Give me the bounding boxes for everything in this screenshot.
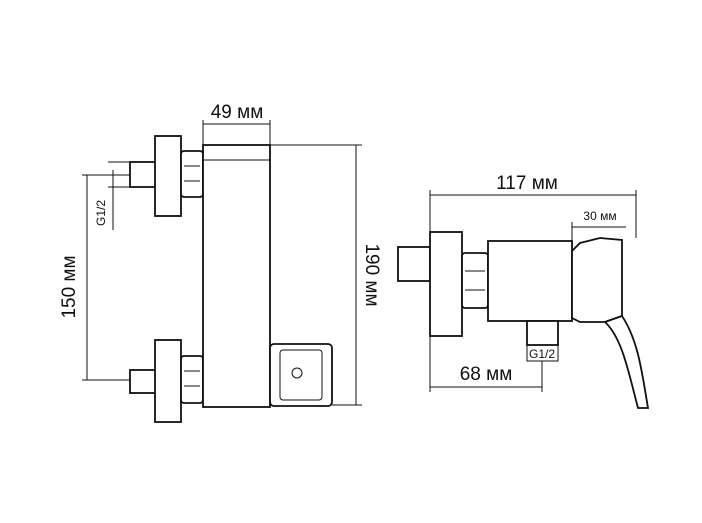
dim-thread-front: G1/2: [94, 161, 130, 230]
side-mixer-body: [487, 240, 573, 322]
lever-handle-front: [269, 343, 333, 407]
side-lever-handle: [603, 314, 650, 409]
upper-inlet-pipe: [129, 161, 158, 188]
dim-width-front: 49 мм: [202, 102, 271, 145]
dim-thread-side: G1/2: [526, 344, 559, 362]
side-inlet-pipe: [397, 246, 431, 282]
dim-inlet-spacing-label: 150 мм: [59, 255, 80, 318]
side-escutcheon: [429, 231, 463, 337]
lower-nut: [180, 355, 204, 404]
dim-width-front-label: 49 мм: [211, 102, 264, 123]
dim-thread-front-label: G1/2: [94, 200, 108, 226]
dim-length-total: 117 мм: [429, 173, 637, 238]
dim-height-total: 190 мм: [270, 144, 382, 406]
dim-handle-length: 30 мм: [571, 209, 626, 241]
side-nut: [461, 252, 489, 309]
dim-thread-side-label: G1/2: [529, 347, 555, 361]
lower-inlet-pipe: [129, 369, 158, 394]
dim-height-total-label: 190 мм: [361, 243, 382, 306]
side-outlet-pipe: [526, 320, 559, 346]
side-lever-housing: [571, 237, 623, 323]
front-view: G1/2 150 мм 49 мм 190 мм: [59, 102, 382, 423]
handle-screw-icon: [291, 367, 303, 379]
dim-outlet-offset: 68 мм: [429, 336, 543, 392]
dim-handle-length-label: 30 мм: [583, 209, 616, 223]
dim-inlet-spacing: 150 мм: [59, 174, 130, 381]
dim-outlet-offset-label: 68 мм: [460, 364, 513, 385]
side-view: G1/2 117 мм 30 мм 68 мм: [397, 173, 650, 409]
dim-length-total-label: 117 мм: [496, 173, 558, 194]
upper-escutcheon: [154, 135, 182, 217]
lower-escutcheon: [154, 339, 182, 423]
upper-nut: [180, 150, 204, 198]
mixer-body: [202, 144, 271, 408]
